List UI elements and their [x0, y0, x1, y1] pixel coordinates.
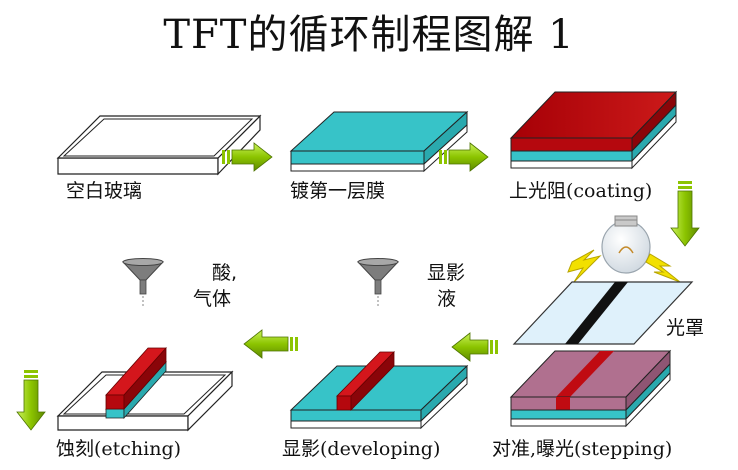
step-label-alignment-exposure: 对准,曝光(stepping)	[492, 438, 673, 460]
mask-label: 光罩	[666, 317, 705, 339]
arrow-left-icon	[243, 329, 298, 359]
acid-label-line2: 气体	[193, 288, 232, 310]
arrow-right-icon	[439, 142, 489, 172]
lightning-left-icon	[567, 249, 602, 283]
step-label-developing: 显影(developing)	[282, 438, 441, 460]
developer-funnel-icon	[356, 258, 400, 307]
step-label-bare-glass: 空白玻璃	[66, 180, 143, 202]
step-label-photoresist: 上光阻(coating)	[509, 180, 653, 202]
film-coated-plate	[289, 110, 469, 173]
acid-label-line1: 酸,	[212, 262, 238, 284]
photomask-plate	[512, 281, 694, 345]
developed-plate	[289, 351, 469, 430]
arrow-right-icon	[222, 142, 273, 172]
arrow-down-icon	[16, 370, 46, 431]
exposed-plate	[509, 349, 672, 428]
arrow-down-icon	[670, 181, 700, 247]
developer-label-line1: 显影	[427, 262, 466, 284]
developer-label-line2: 液	[437, 288, 457, 310]
bare-glass-plate	[56, 114, 262, 176]
step-label-etching: 蚀刻(etching)	[56, 438, 182, 460]
photoresist-plate	[509, 90, 678, 170]
acid-funnel-icon	[121, 258, 165, 307]
etched-plate	[56, 346, 234, 432]
step-label-film-coating: 镀第一层膜	[290, 180, 386, 202]
diagram-title: TFT的循环制程图解 1	[163, 12, 575, 58]
lightning-right-icon	[645, 253, 681, 283]
arrow-left-icon	[451, 332, 498, 362]
light-bulb-icon	[601, 215, 651, 274]
